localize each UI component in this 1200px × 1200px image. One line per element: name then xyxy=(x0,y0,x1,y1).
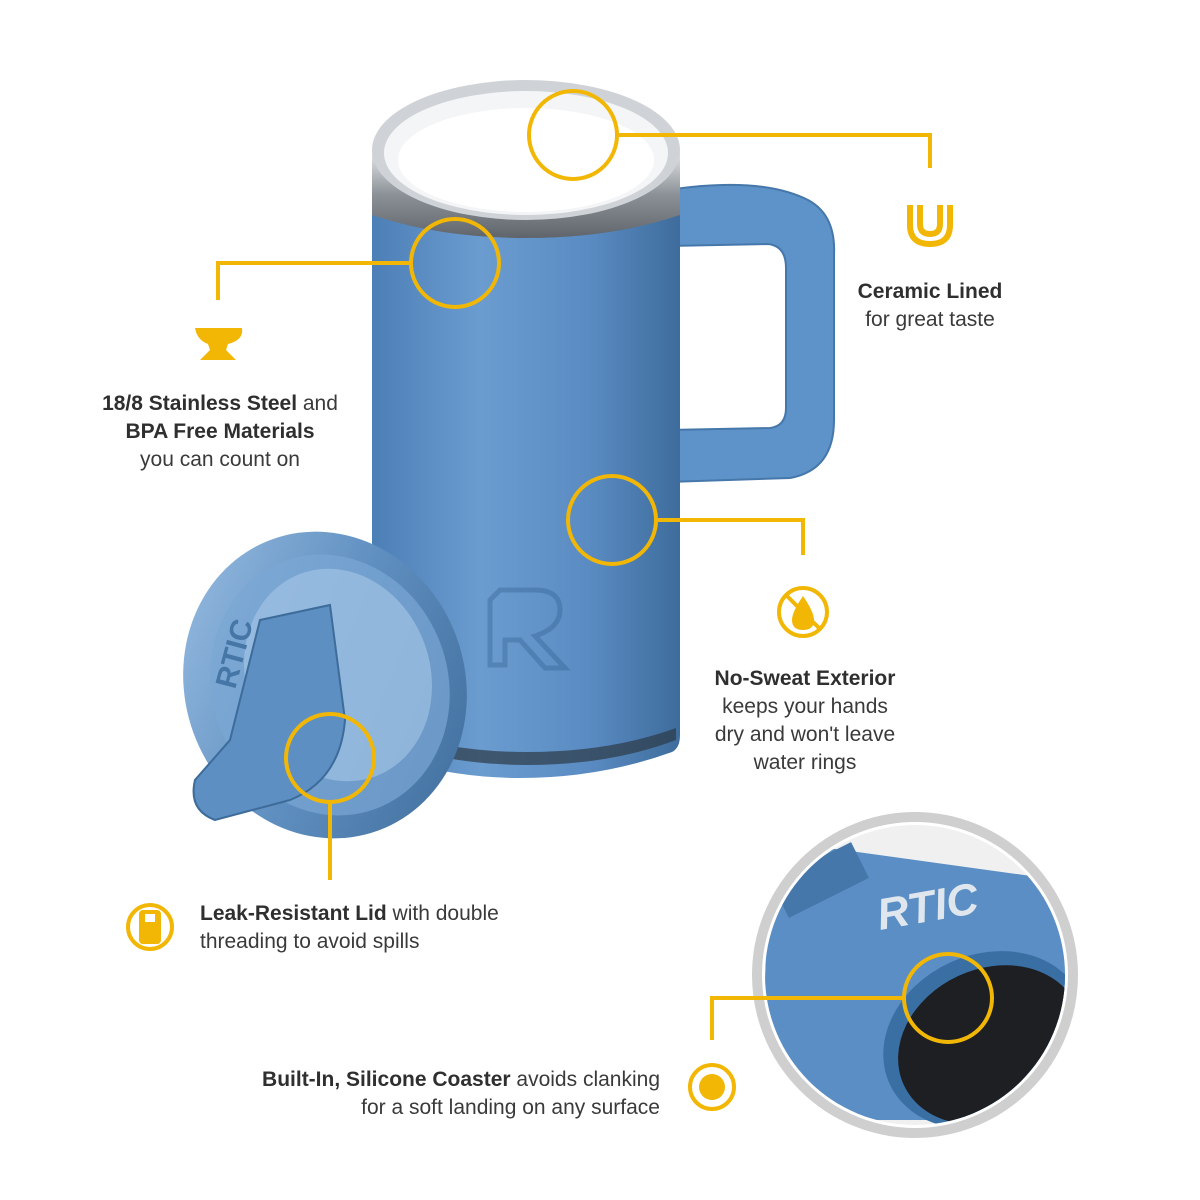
lid-slider xyxy=(192,603,347,822)
feature-steel: 18/8 Stainless Steel and BPA Free Materi… xyxy=(60,390,380,474)
lid: RTIC xyxy=(183,531,467,839)
feature-coaster: Built-In, Silicone Coaster avoids clanki… xyxy=(170,1066,660,1122)
anvil-icon xyxy=(195,328,243,360)
leader-sweat xyxy=(656,518,805,555)
ceramic-title: Ceramic Lined xyxy=(857,280,1003,303)
lid-title: Leak-Resistant Lid xyxy=(200,902,387,925)
steel-desc: you can count on xyxy=(140,448,300,471)
sweat-line3: dry and won't leave xyxy=(714,723,896,746)
ceramic-desc: for great taste xyxy=(865,308,995,331)
mug-embossed-logo xyxy=(487,587,571,671)
leader-steel xyxy=(216,261,411,300)
leader-ceramic xyxy=(617,133,932,168)
coaster-rest: avoids clanking xyxy=(510,1068,660,1091)
coaster-title: Built-In, Silicone Coaster xyxy=(262,1068,511,1091)
no-drop-icon xyxy=(777,586,829,638)
leader-coaster xyxy=(710,996,904,1040)
lid-rest: with double xyxy=(386,902,499,925)
lid-desc: threading to avoid spills xyxy=(200,930,420,953)
steel-bpa: BPA Free Materials xyxy=(125,420,315,443)
sweat-line4: water rings xyxy=(753,751,857,774)
feature-ceramic: Ceramic Lined for great taste xyxy=(820,278,1040,334)
mug-handle xyxy=(667,183,836,484)
sweat-line2: keeps your hands xyxy=(722,695,888,718)
u-cup-icon xyxy=(907,205,953,248)
coaster-icon xyxy=(688,1063,736,1111)
lid-icon xyxy=(126,903,174,951)
coaster-zoom: RTIC xyxy=(752,812,1078,1138)
callouts xyxy=(216,89,994,1044)
coaster-desc: for a soft landing on any surface xyxy=(361,1096,660,1119)
steel-and: and xyxy=(297,392,338,415)
steel-title: 18/8 Stainless Steel xyxy=(102,392,298,415)
sweat-title: No-Sweat Exterior xyxy=(714,667,896,690)
feature-lid: Leak-Resistant Lid with double threading… xyxy=(200,900,560,956)
feature-sweat: No-Sweat Exterior keeps your hands dry a… xyxy=(680,665,930,777)
